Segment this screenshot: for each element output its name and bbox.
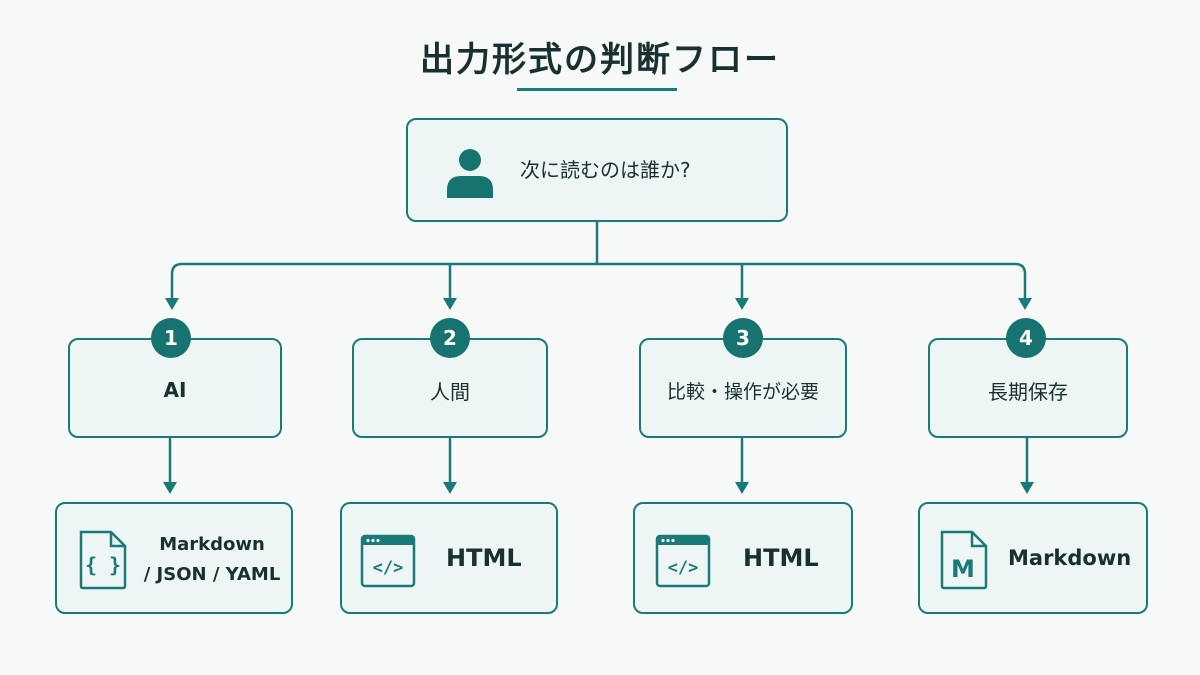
- person-icon: [447, 149, 493, 198]
- category-label: 比較・操作が必要: [666, 380, 819, 403]
- result-box-archive: M Markdown: [918, 502, 1148, 614]
- step-badge-1: 1: [151, 318, 191, 358]
- browser-code-icon: </>: [655, 534, 711, 588]
- result-label: Markdown: [1008, 546, 1132, 570]
- result-box-human: </> HTML: [340, 502, 558, 614]
- svg-text:</>: </>: [373, 558, 404, 578]
- result-label: HTML: [446, 544, 522, 572]
- result-box-ai: { } Markdown / JSON / YAML: [55, 502, 293, 614]
- category-box-compare: 比較・操作が必要: [639, 338, 847, 438]
- result-line-2: / JSON / YAML: [143, 564, 281, 585]
- result-line-1: Markdown: [159, 534, 265, 555]
- code-file-icon: { }: [79, 530, 127, 590]
- result-label: Markdown / JSON / YAML: [129, 530, 295, 590]
- question-text: 次に読むのは誰か?: [520, 158, 691, 182]
- page-title: 出力形式の判断フロー: [420, 40, 780, 80]
- markdown-file-icon: M: [940, 530, 988, 590]
- category-box-archive: 長期保存: [928, 338, 1128, 438]
- svg-text:M: M: [951, 555, 975, 583]
- step-badge-2: 2: [430, 318, 470, 358]
- title-underline: [517, 88, 677, 91]
- category-label: 長期保存: [988, 379, 1068, 404]
- step-badge-3: 3: [723, 318, 763, 358]
- step-badge-4: 4: [1006, 318, 1046, 358]
- svg-text:</>: </>: [668, 558, 699, 578]
- question-box: 次に読むのは誰か?: [406, 118, 788, 222]
- category-label: AI: [163, 378, 187, 402]
- browser-code-icon: </>: [360, 534, 416, 588]
- result-box-compare: </> HTML: [633, 502, 853, 614]
- svg-text:{ }: { }: [85, 553, 121, 577]
- category-label: 人間: [430, 379, 470, 404]
- result-label: HTML: [743, 544, 819, 572]
